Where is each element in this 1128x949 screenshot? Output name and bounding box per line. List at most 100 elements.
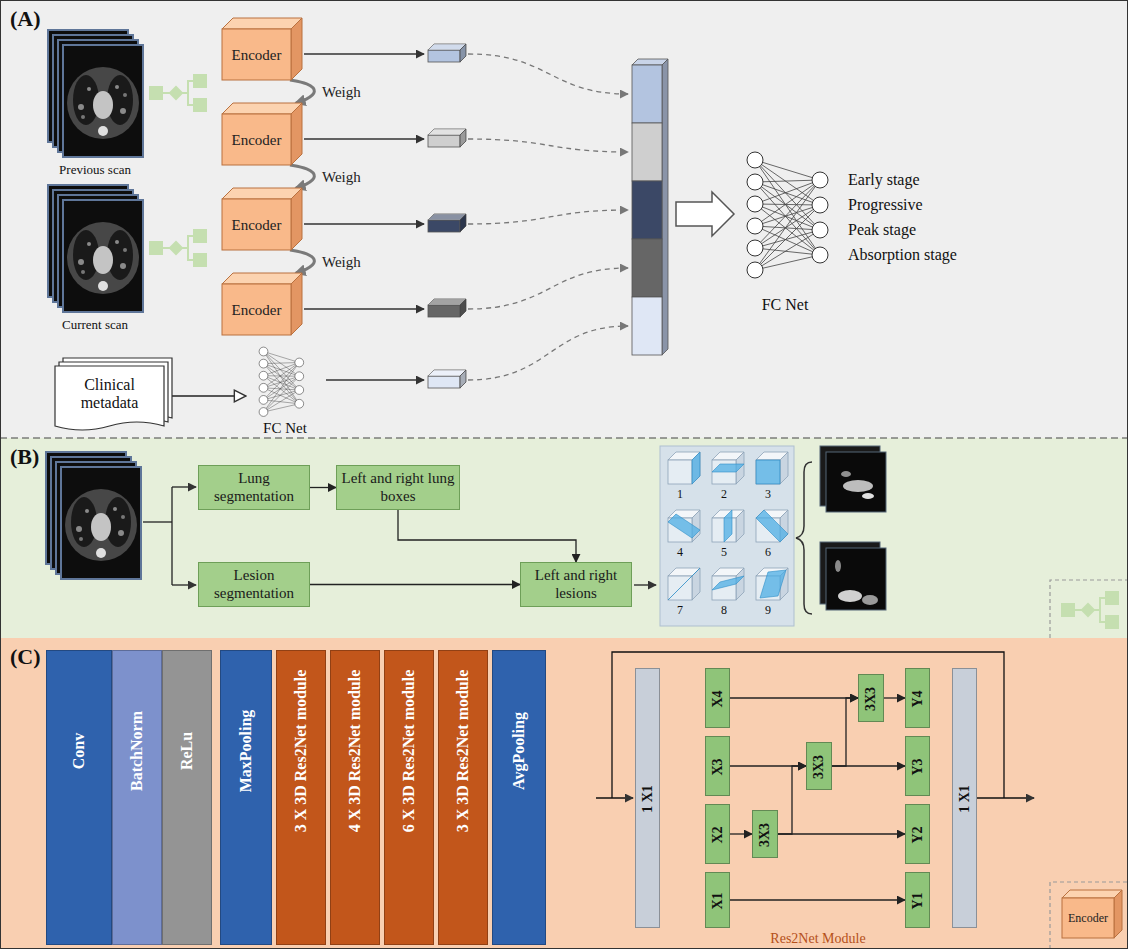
concat-arrow xyxy=(468,268,628,309)
node-text: Encoder xyxy=(1062,898,1114,938)
node-text: Y4 xyxy=(909,690,926,707)
node-shape xyxy=(291,103,302,165)
concat-arrow xyxy=(468,326,628,380)
ct-stack xyxy=(63,45,143,157)
edge-label: Weigh xyxy=(322,253,361,271)
slice-grid xyxy=(660,446,794,626)
ct-stack xyxy=(48,30,143,157)
slice-cube xyxy=(756,510,788,542)
callout-number: 4 xyxy=(677,544,683,560)
flow-arrow xyxy=(730,833,752,834)
node-text: 3 X 3D Res2Net module xyxy=(453,670,472,833)
node-text: FC Net xyxy=(263,420,307,437)
node-shape xyxy=(1062,890,1122,898)
callout-number: 7 xyxy=(677,602,683,618)
layer-block: 3 X 3D Res2Net module xyxy=(276,650,326,945)
encoder-block: Encoder xyxy=(222,18,302,80)
flow-arrow xyxy=(310,584,520,585)
layer-block: 3 X 3D Res2Net module xyxy=(438,650,488,945)
weigh-arrow xyxy=(290,80,314,103)
node-shape xyxy=(222,188,302,199)
module-box: Y3 xyxy=(905,736,930,796)
node-text: Y2 xyxy=(909,826,926,843)
node-text: Left and right lung boxes xyxy=(337,470,459,505)
concat-vector xyxy=(662,59,668,355)
concat-vector xyxy=(632,239,662,297)
feature-vector xyxy=(428,299,466,317)
weigh-arrow xyxy=(290,165,314,188)
slice-plane xyxy=(756,510,788,542)
module-box: Y4 xyxy=(905,668,930,728)
lesion-image xyxy=(820,542,886,610)
slice-cube xyxy=(756,452,788,484)
callout-number: 2 xyxy=(721,486,727,502)
slice-cube xyxy=(668,452,788,600)
flow-arrow xyxy=(730,765,806,766)
branch-arrow xyxy=(172,584,196,585)
concat-vector xyxy=(632,59,668,355)
process-box: Lesion segmentation xyxy=(198,562,310,607)
concat-arrow xyxy=(468,54,628,380)
lesion-image xyxy=(862,595,878,605)
lesion-image xyxy=(862,493,874,499)
slice-plane xyxy=(724,510,732,542)
panel-ground xyxy=(0,638,1128,949)
feature-vector xyxy=(428,129,466,147)
concat-arrow xyxy=(468,210,628,224)
node-shape xyxy=(1062,898,1114,938)
caption-label: Current scan xyxy=(62,316,128,333)
document-stack: Clinical metadata xyxy=(55,358,172,434)
node-text: (C) xyxy=(10,644,41,670)
flow-arrow xyxy=(730,697,858,698)
encoder-block: Encoder xyxy=(222,273,302,335)
node-text: 3X3 xyxy=(863,687,880,711)
slice-cube xyxy=(712,510,744,542)
node-text: (A) xyxy=(10,6,41,32)
callout-number: 1 xyxy=(677,486,683,502)
node-shape xyxy=(222,29,291,80)
callout-number: 6 xyxy=(765,544,771,560)
feature-arrow xyxy=(326,379,424,380)
module-box: X4 xyxy=(705,668,730,728)
residual-path xyxy=(596,797,633,798)
process-box: Left and right lesions xyxy=(520,562,632,607)
caption-label: Res2Net Module xyxy=(770,930,865,948)
encoder-block: Encoder xyxy=(222,188,302,250)
module-box: 3X3 xyxy=(752,810,778,858)
module-box: X3 xyxy=(705,736,730,796)
branch-arrow xyxy=(171,487,172,585)
node-shape xyxy=(55,366,164,430)
flow-arrow xyxy=(172,395,246,396)
layer-block: ReLu xyxy=(162,650,212,945)
feature-arrow xyxy=(304,138,424,139)
node-text: Y3 xyxy=(909,758,926,775)
module-box: Y2 xyxy=(905,804,930,864)
lesion-image xyxy=(838,590,862,602)
ct-stack xyxy=(46,452,141,579)
feature-vector xyxy=(428,44,466,62)
slice-plane xyxy=(668,514,700,538)
node-text: 1 X1 xyxy=(956,785,973,813)
concat-vector xyxy=(632,181,662,239)
flow-arrow xyxy=(884,697,905,698)
ct-stack xyxy=(63,200,143,312)
legend-frame xyxy=(1050,580,1128,638)
feature-arrow xyxy=(304,223,424,224)
node-text: Encoder xyxy=(222,199,291,250)
node-text: Left and right lesions xyxy=(521,567,631,602)
lesion-image xyxy=(843,480,873,492)
hollow-arrow xyxy=(676,192,734,236)
panel-band: (B)Lung segmentationLeft and right lung … xyxy=(0,438,1128,638)
node-text: 3X3 xyxy=(757,823,774,847)
lesion-image xyxy=(835,560,841,572)
slice-cube xyxy=(712,452,744,484)
caption-label: Progressive xyxy=(848,195,923,215)
layer-block: Conv xyxy=(46,650,112,945)
panel-band: (C)ConvBatchNormReLuMaxPooling3 X 3D Res… xyxy=(0,638,1128,949)
layer-block: 4 X 3D Res2Net module xyxy=(330,650,380,945)
slice-plane xyxy=(756,460,780,484)
ct-stack xyxy=(61,467,141,579)
node-shape xyxy=(222,114,291,165)
feature-vector xyxy=(428,214,466,232)
